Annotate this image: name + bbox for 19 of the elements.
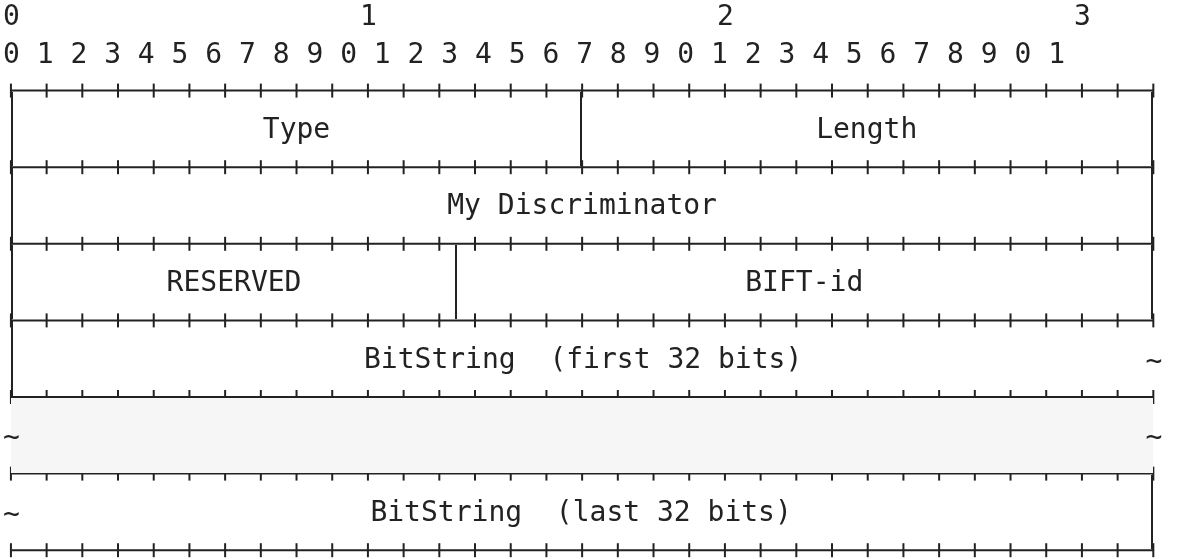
- field-name: BitString (last 32 bits): [370, 497, 792, 526]
- bit-tens-digit: 3: [1074, 2, 1091, 30]
- packet-field: [10, 91, 583, 167]
- packet-field: [10, 168, 1154, 243]
- continuation-mark: ~: [3, 423, 20, 452]
- field-name: RESERVED: [166, 268, 302, 297]
- field-name: BitString (first 32 bits): [363, 344, 803, 373]
- bit-number-row: 0 1 2 3 4 5 6 7 8 9 0 1 2 3 4 5 6 7 8 9 0 1 2 3 4 5 6 7 8 9 0 1: [3, 40, 1066, 69]
- bit-tens-digit: 1: [360, 2, 377, 30]
- bit-tens-digit: 0: [3, 2, 20, 30]
- field-name: Length: [816, 114, 918, 143]
- packet-field: [10, 244, 458, 320]
- continuation-mark: ~: [1145, 423, 1163, 452]
- continuation-mark: ~: [3, 499, 20, 528]
- field-name: My Discriminator: [447, 191, 717, 220]
- field-name: BIFT-id: [745, 268, 864, 297]
- bit-tens-digit: 2: [717, 2, 734, 30]
- continuation-mark: ~: [1145, 346, 1163, 375]
- field-name: Type: [262, 114, 331, 143]
